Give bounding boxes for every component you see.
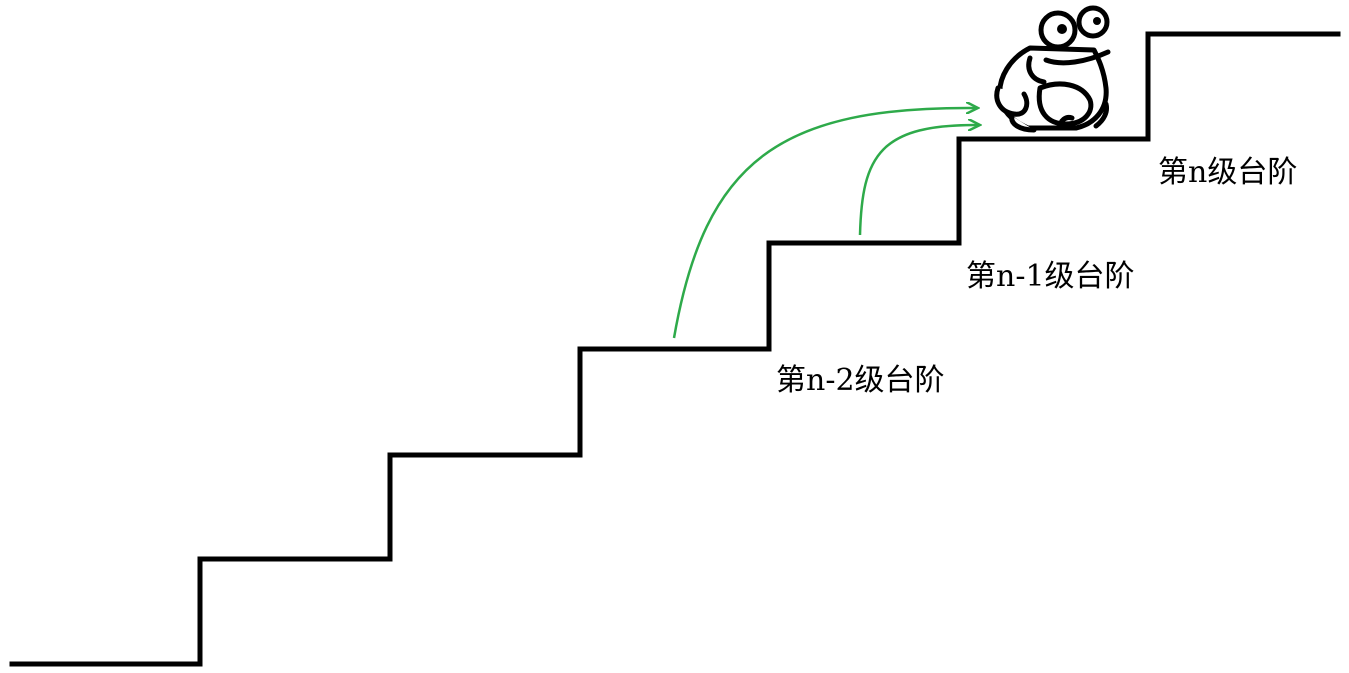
frog-icon [994,5,1111,133]
staircase-line [9,31,1341,667]
label-step-n-minus-2: 第n-2级台阶 [776,363,945,398]
label-step-n-minus-1: 第n-1级台阶 [966,259,1135,294]
jump-arrow-from-n-minus-2 [672,108,978,339]
jump-arrow-from-n-minus-1 [858,125,980,236]
label-step-n: 第n级台阶 [1158,155,1297,190]
